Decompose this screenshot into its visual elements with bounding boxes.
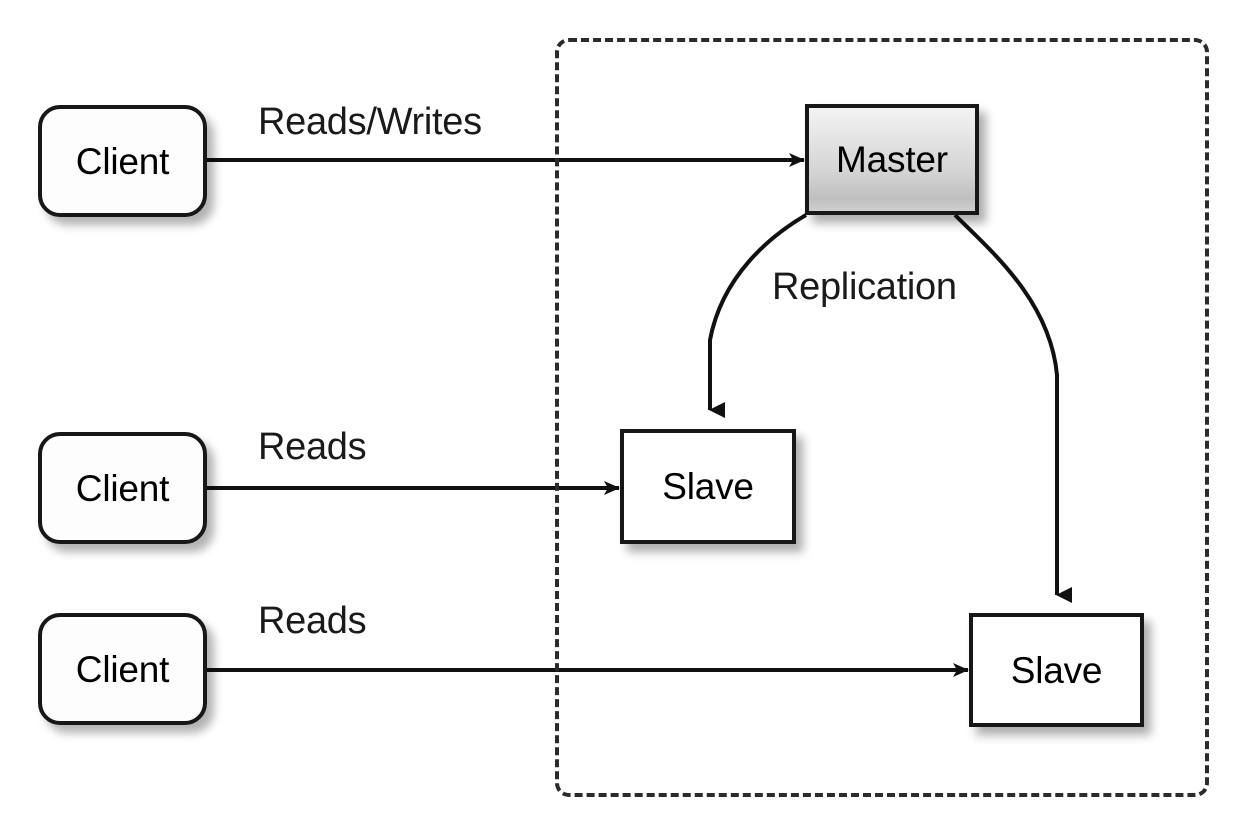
node-label: Slave [1010,649,1103,691]
edge-label-reads-slave1: Reads [258,426,367,468]
database-cluster-boundary [555,38,1209,797]
node-label: Client [75,648,170,690]
node-label: Master [836,139,948,180]
edge-label-reads-writes: Reads/Writes [258,101,482,143]
node-client-1[interactable]: Client [38,105,207,217]
node-client-2[interactable]: Client [38,432,207,544]
edge-label-replication: Replication [772,266,957,308]
connector-master-slave2 [953,213,1072,603]
node-master[interactable]: Master [805,104,979,215]
node-label: Client [75,467,170,509]
node-label: Slave [662,466,754,507]
edge-label-reads-slave2: Reads [258,600,367,642]
node-client-3[interactable]: Client [38,613,207,725]
connector-master-slave1 [708,213,808,418]
node-label: Client [75,140,170,182]
node-slave-2[interactable]: Slave [969,613,1144,727]
node-slave-1[interactable]: Slave [620,429,796,544]
